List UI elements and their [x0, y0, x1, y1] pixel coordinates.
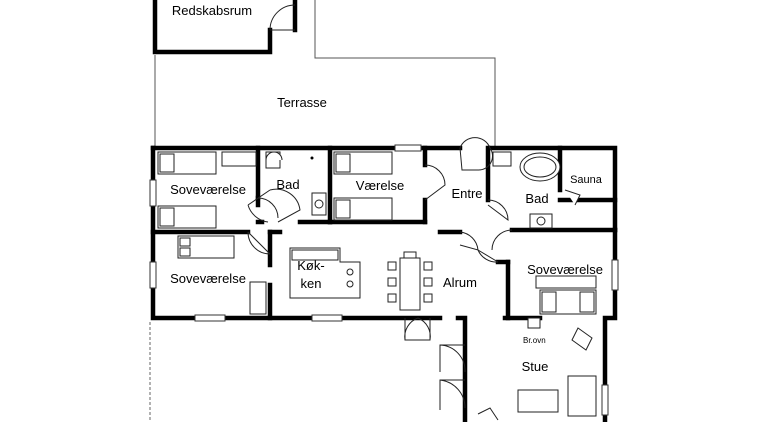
label-kokken-line1: Køk- [297, 258, 324, 273]
label-kokken-line2: ken [301, 276, 322, 291]
label-redskabsrum: Redskabsrum [172, 3, 252, 18]
label-vaerelse: Værelse [356, 178, 404, 193]
label-sovevaerelse-2: Soveværelse [170, 271, 246, 286]
terrace-outline [154, 0, 496, 148]
inner-walls [150, 145, 618, 321]
label-alrum: Alrum [443, 275, 477, 290]
label-entre: Entre [451, 186, 482, 201]
label-braendeovn: Br.ovn [523, 336, 546, 345]
label-terrasse: Terrasse [277, 95, 327, 110]
windows [149, 144, 619, 416]
label-stue: Stue [522, 359, 549, 374]
label-sovevaerelse-3: Soveværelse [527, 262, 603, 277]
furniture [157, 151, 597, 421]
label-bad-1: Bad [276, 177, 299, 192]
label-sovevaerelse-1: Soveværelse [170, 182, 246, 197]
label-bad-2: Bad [525, 191, 548, 206]
label-sauna: Sauna [570, 174, 603, 186]
doors [247, 137, 513, 410]
shed-structure [152, 0, 298, 55]
